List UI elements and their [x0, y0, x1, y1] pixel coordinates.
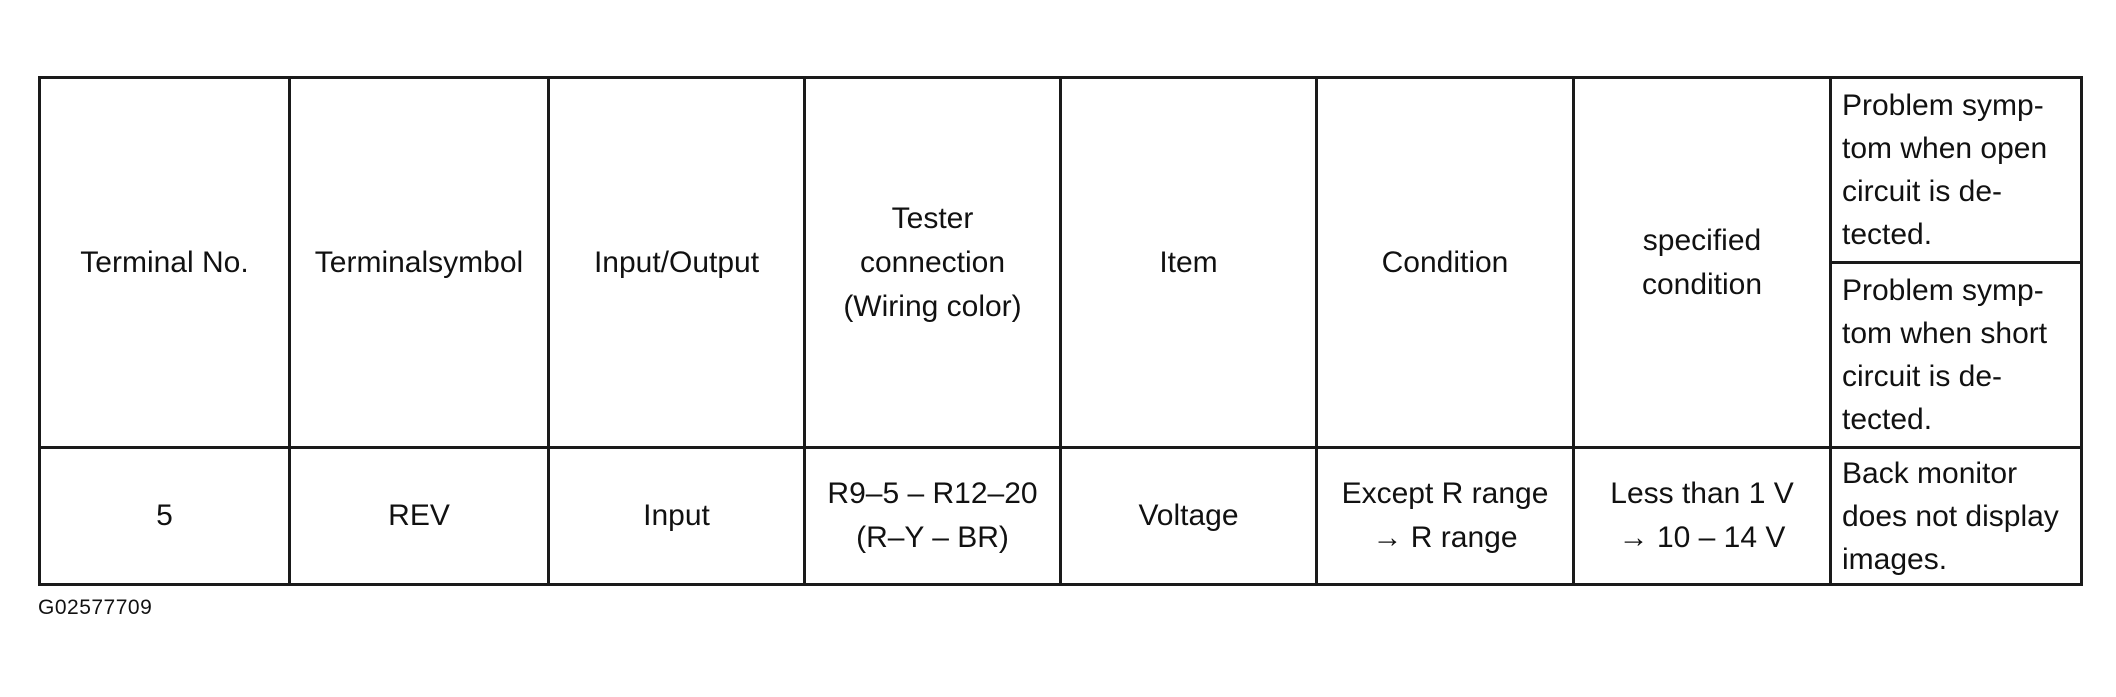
- header-row: Terminal No. Terminalsymbol Input/Output…: [38, 76, 2083, 449]
- cell-symptom-line: does not display: [1842, 499, 2059, 533]
- cell-condition-line: → R range: [1372, 521, 1518, 554]
- cell-input-output: Input: [547, 446, 806, 586]
- header-symptom-short-line: Problem symp-: [1842, 274, 2044, 307]
- cell-condition-line: Except R range: [1341, 477, 1549, 510]
- header-terminal-symbol: Terminalsymbol: [288, 76, 550, 449]
- header-row: Problem symp- tom when short circuit is …: [40, 261, 2083, 449]
- cell-tester-connection-line: R9–5 – R12–20: [827, 477, 1038, 510]
- header-terminal-no: Terminal No.: [38, 76, 291, 449]
- cell-terminal-symbol: REV: [288, 446, 550, 586]
- cell-terminal-no: 5: [38, 446, 291, 586]
- header-tester-connection: Tester connection (Wiring color): [803, 76, 1062, 449]
- table-row: 5 REV Input R9–5 – R12–20 (R–Y – BR) Vol…: [38, 446, 2083, 586]
- header-symptom-short-line: tom when short: [1842, 317, 2048, 350]
- terminal-spec-table: Terminal No. Terminalsymbol Input/Output…: [38, 76, 2083, 586]
- header-input-output: Input/Output: [547, 76, 806, 449]
- cell-tester-connection: R9–5 – R12–20 (R–Y – BR): [803, 446, 1062, 586]
- cell-specified-condition-line: → 10 – 14 V: [1618, 521, 1786, 554]
- header-tester-connection-line: connection: [859, 245, 1006, 279]
- figure-id: G02577709: [38, 596, 153, 619]
- header-item: Item: [1059, 76, 1318, 449]
- header-symptom-open-line: tected.: [1842, 218, 1933, 251]
- cell-specified-condition: Less than 1 V → 10 – 14 V: [1572, 446, 1832, 586]
- header-symptom-open-line: circuit is de-: [1842, 175, 2003, 208]
- header-tester-connection-line: Tester: [891, 201, 974, 235]
- cell-symptom-line: images.: [1842, 542, 1948, 576]
- header-symptom-short: Problem symp- tom when short circuit is …: [1829, 261, 2083, 449]
- cell-symptom: Back monitor does not display images.: [1829, 446, 2083, 586]
- cell-item: Voltage: [1059, 446, 1318, 586]
- header-symptom-open: Problem symp- tom when open circuit is d…: [1829, 76, 2083, 264]
- header-symptom-open-line: Problem symp-: [1842, 89, 2044, 122]
- cell-condition: Except R range → R range: [1315, 446, 1575, 586]
- header-symptom-open-line: tom when open: [1842, 132, 2048, 165]
- cell-specified-condition-line: Less than 1 V: [1610, 477, 1794, 510]
- header-symptom-short-line: tected.: [1842, 403, 1933, 436]
- header-symptom-short-line: circuit is de-: [1842, 360, 2003, 393]
- header-specified-condition-line: condition: [1641, 267, 1763, 301]
- header-specified-condition-line: specified: [1642, 223, 1762, 257]
- cell-symptom-line: Back monitor: [1842, 456, 2018, 490]
- header-condition: Condition: [1315, 76, 1575, 449]
- header-specified-condition: specified condition: [1572, 76, 1832, 449]
- cell-tester-connection-line: (R–Y – BR): [856, 521, 1009, 554]
- header-tester-connection-line: (Wiring color): [843, 289, 1022, 323]
